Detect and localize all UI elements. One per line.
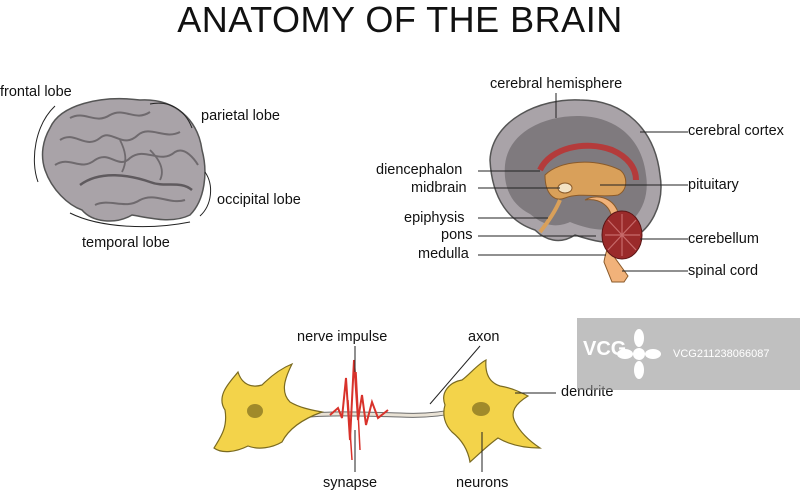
watermark-flower-icon bbox=[617, 329, 661, 379]
label-pons: pons bbox=[441, 227, 473, 243]
sagittal-brain bbox=[478, 93, 688, 283]
label-spinal-cord: spinal cord bbox=[688, 263, 759, 279]
watermark: VCG VCG211238066087 bbox=[577, 318, 800, 390]
label-synapse: synapse bbox=[323, 475, 378, 491]
label-epiphysis: epiphysis bbox=[404, 210, 465, 226]
neuron-diagram bbox=[213, 345, 556, 472]
label-neurons: neurons bbox=[456, 475, 509, 491]
label-parietal-lobe: parietal lobe bbox=[201, 108, 280, 124]
label-midbrain: midbrain bbox=[411, 180, 467, 196]
watermark-logo: VCG bbox=[583, 338, 627, 360]
label-pituitary: pituitary bbox=[688, 177, 739, 193]
watermark-id: VCG211238066087 bbox=[673, 348, 770, 360]
page-title: ANATOMY OF THE BRAIN bbox=[177, 0, 623, 40]
label-medulla: medulla bbox=[418, 246, 469, 262]
label-cerebral-hemisphere: cerebral hemisphere bbox=[490, 76, 623, 92]
lateral-brain bbox=[33, 97, 212, 228]
label-axon: axon bbox=[468, 329, 500, 345]
label-occipital-lobe: occipital lobe bbox=[217, 192, 301, 208]
label-frontal-lobe: frontal lobe bbox=[0, 84, 72, 100]
label-diencephalon: diencephalon bbox=[376, 162, 463, 178]
label-cerebral-cortex: cerebral cortex bbox=[688, 123, 784, 139]
label-nerve-impulse: nerve impulse bbox=[297, 329, 388, 345]
label-temporal-lobe: temporal lobe bbox=[82, 235, 170, 251]
label-cerebellum: cerebellum bbox=[688, 231, 759, 247]
